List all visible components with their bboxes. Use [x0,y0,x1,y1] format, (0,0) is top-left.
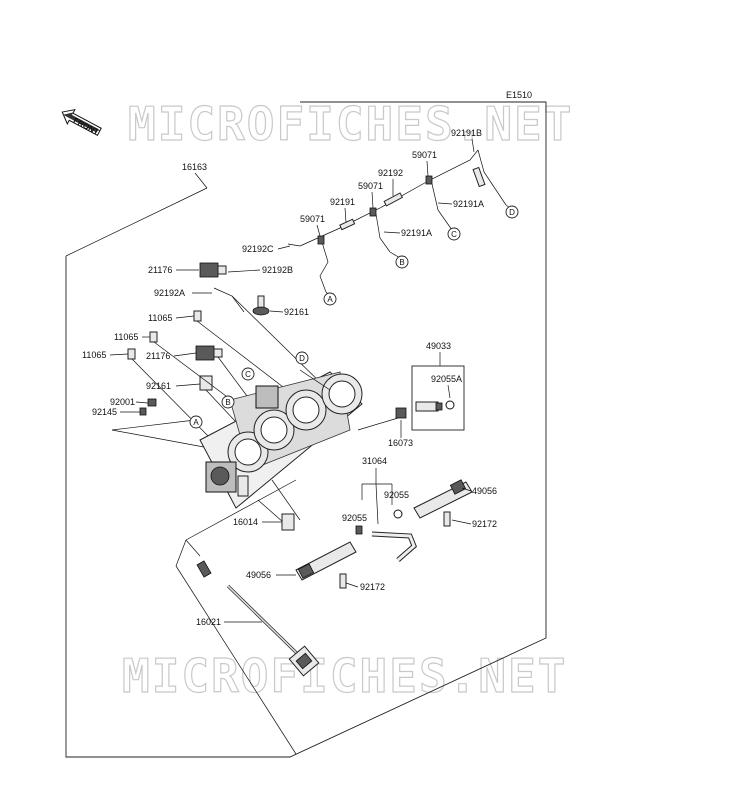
sensor-21176-top [199,262,227,278]
label-92191a-a: 92191A [453,199,484,209]
label-92192a: 92192A [154,288,185,298]
callout-b-body: B [221,395,235,409]
label-11065-c: 11065 [82,350,106,360]
label-49033: 49033 [426,341,451,351]
label-92055a-cap: 92055A [431,374,462,384]
label-92055-a: 92055 [342,513,367,523]
label-31064: 31064 [362,456,387,466]
seal-16073 [395,407,407,419]
delivery-pipe-49056-right [413,479,473,527]
callout-a-top: A [323,291,337,306]
label-92172-b: 92172 [360,582,385,592]
callout-a-body-text: A [193,418,199,427]
label-92191b: 92191B [451,128,482,138]
label-92191: 92191 [330,197,355,207]
callout-b-top: B [389,251,409,269]
fuel-joint-31064 [355,509,417,562]
diagram-code: E1510 [506,90,532,100]
label-92161-a: 92161 [284,307,309,317]
label-16014: 16014 [233,517,258,527]
callout-a-body: A [189,415,203,429]
front-label: FRONT [72,116,101,137]
injector-49033 [415,400,455,412]
callout-c-top-text: C [451,230,457,239]
watermark-top: MICROFICHES.NET [128,97,573,151]
front-arrow-icon: FRONT [61,109,102,137]
callout-c-top: C [437,209,461,241]
callout-a-top-text: A [327,295,333,304]
label-92145: 92145 [92,407,117,417]
fitting-92161-top [252,295,270,316]
label-11065-a: 11065 [148,313,172,323]
callout-d-top: D [505,204,519,219]
callout-b-body-text: B [225,398,230,407]
vacuum-hose-assembly [287,149,507,293]
callout-d-body: D [295,351,309,365]
label-21176-b: 21176 [146,351,170,361]
label-92055-b: 92055 [384,490,409,500]
watermark-bottom: MICROFICHES.NET [122,649,567,703]
label-49056-a: 49056 [472,486,497,496]
callout-b-top-text: B [399,258,404,267]
idle-cable-16021 [196,560,320,677]
label-49056-b: 49056 [246,570,271,580]
label-16021: 16021 [196,617,221,627]
callout-c-body: C [241,367,255,381]
label-92192-a: 92192 [378,168,403,178]
assembly-frame [65,101,547,758]
label-92192b: 92192B [262,265,293,275]
sensor-21176-bottom [195,345,223,361]
label-11065-b: 11065 [114,332,138,342]
callout-d-body-text: D [299,354,305,363]
label-21176-a: 21176 [148,265,172,275]
label-92191a-b: 92191A [401,228,432,238]
callout-d-top-text: D [509,208,515,217]
label-92192c: 92192C [242,244,274,254]
delivery-pipe-49056-left [295,541,357,589]
label-16073: 16073 [388,438,413,448]
label-59071-c: 59071 [300,214,325,224]
injector-box [411,365,465,431]
throttle-body-assembly [199,369,363,509]
label-92172-a: 92172 [472,519,497,529]
callout-c-body-text: C [245,370,251,379]
label-92001: 92001 [110,397,135,407]
label-16163: 16163 [182,162,207,172]
label-59071-b: 59071 [358,181,383,191]
label-59071-a: 59071 [412,150,437,160]
